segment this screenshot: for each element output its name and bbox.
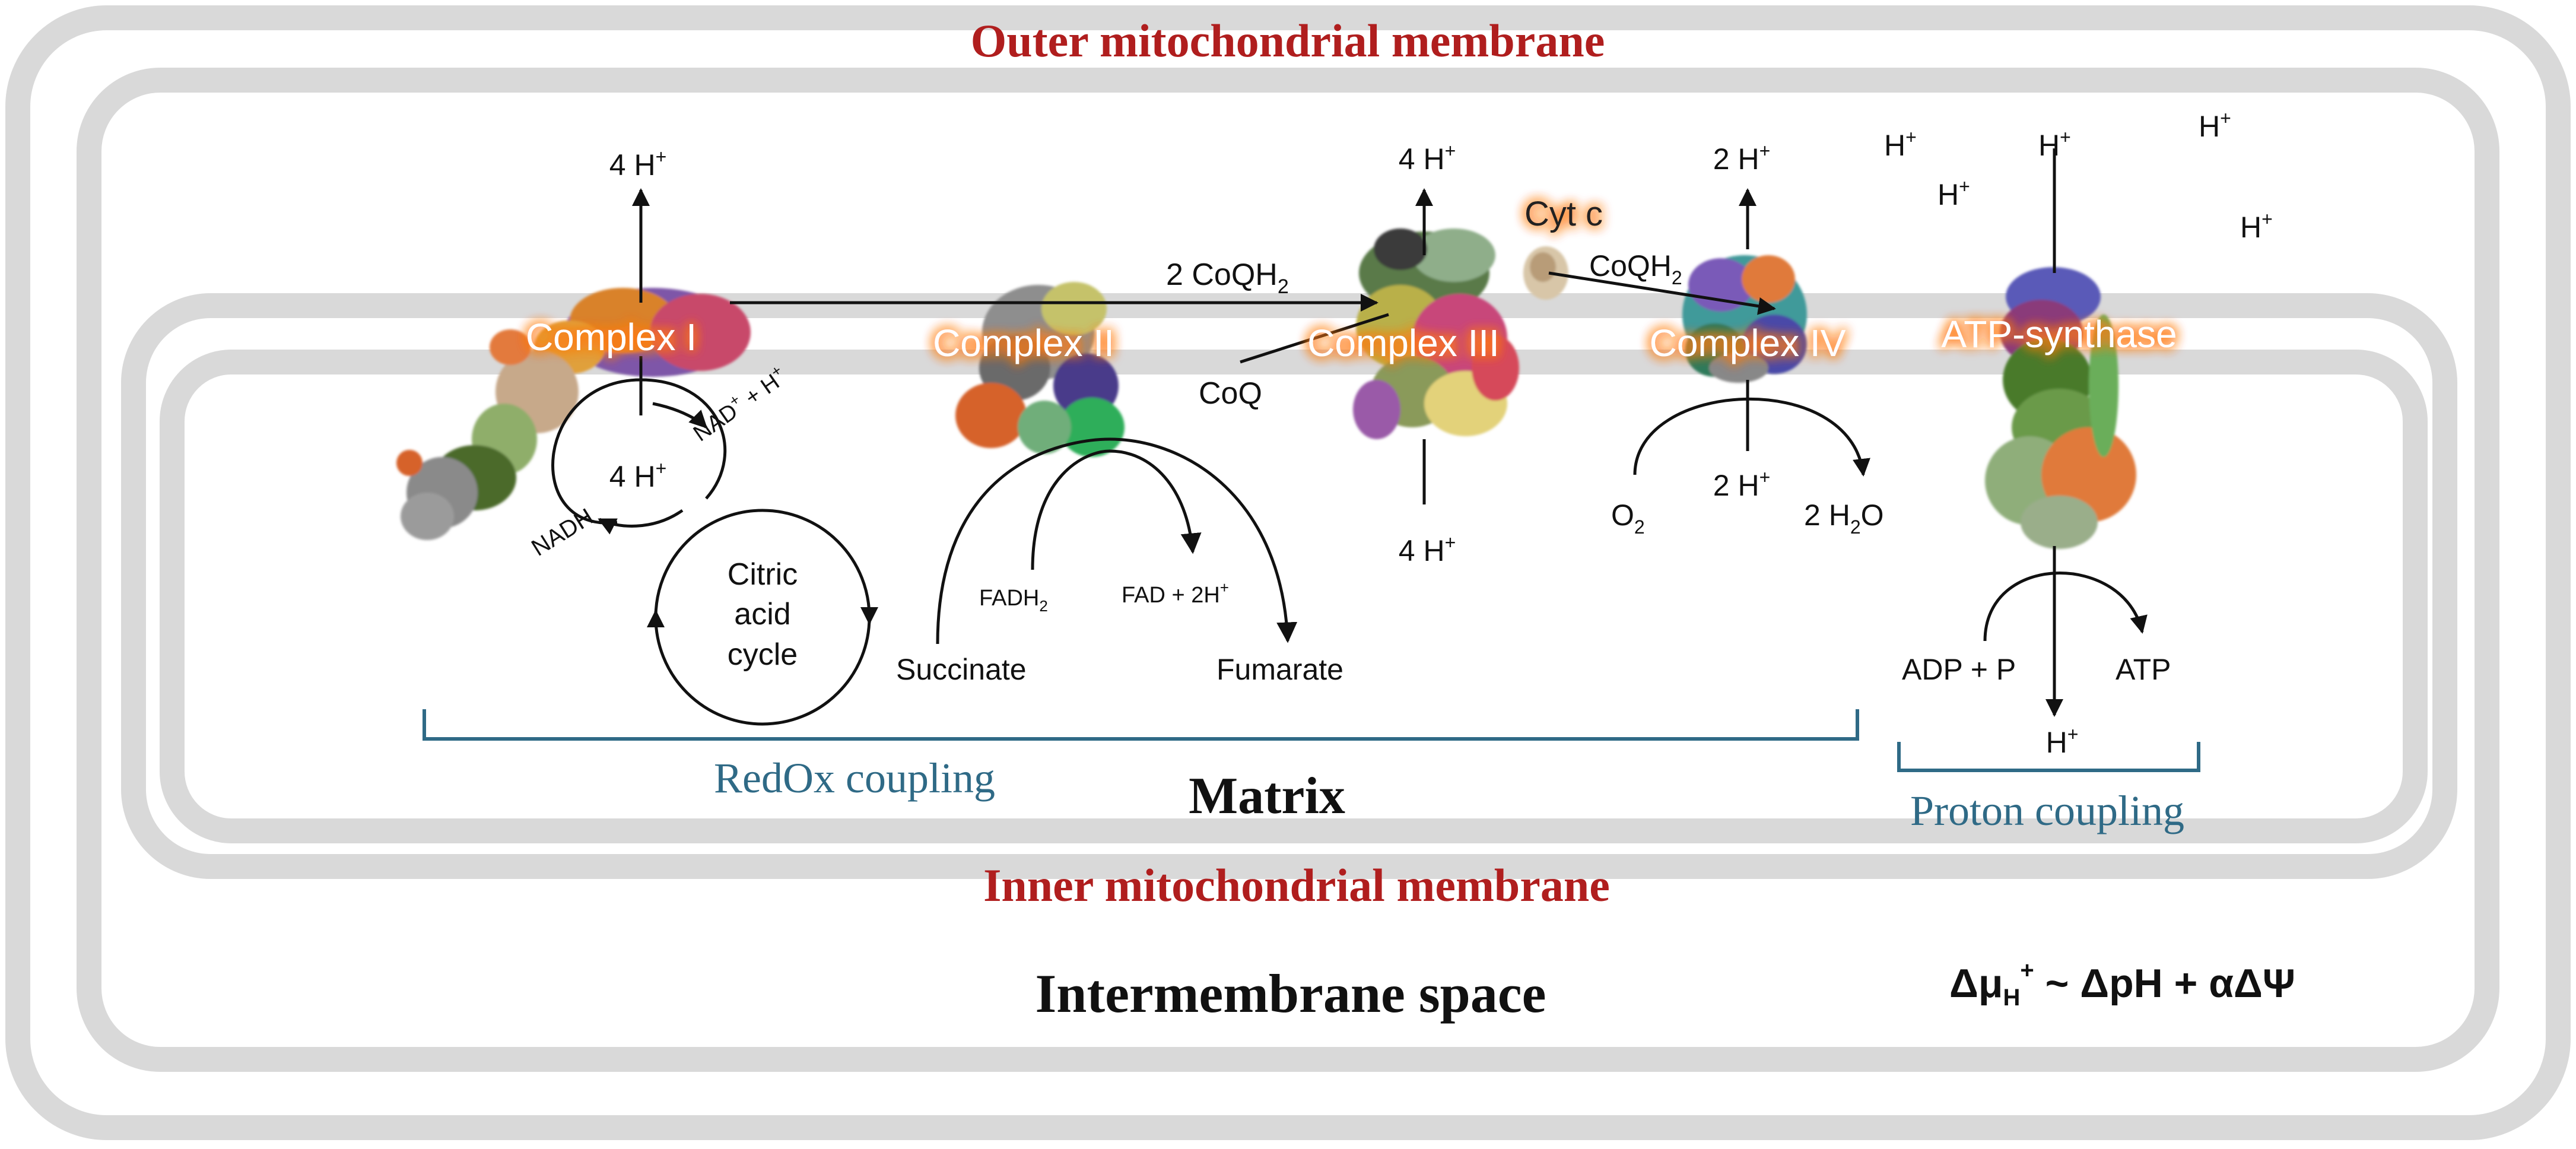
citric-acid-cycle-line-2: acid [734, 597, 790, 631]
atp-label: ATP [2116, 653, 2171, 686]
inner-membrane [121, 293, 2457, 879]
succinate-fumarate-arrow [936, 437, 1298, 645]
complex-iii-proton-in: 4 H+ [1399, 532, 1456, 567]
reaction-arrows [551, 148, 2148, 726]
coqh2-label: CoQH2 [1589, 249, 1682, 288]
fadh2-label: FADH2 [979, 586, 1048, 615]
atp-synthase-label: ATP-synthase [1941, 313, 2177, 356]
oxygen-reduction-arrow [1633, 397, 1870, 477]
cyt-c-label-group: Cyt c [1524, 195, 1603, 233]
matrix-title: Matrix [1189, 767, 1345, 825]
adp-label: ADP + P [1902, 653, 2016, 686]
outer-membrane-title: Outer mitochondrial membrane [971, 15, 1605, 66]
complex-i-label: Complex I [526, 316, 697, 358]
complex-iii-proton-out: 4 H+ [1399, 140, 1456, 176]
nad-arrow [652, 402, 708, 429]
complex-i-proton-out: 4 H+ [609, 146, 667, 182]
cytochrome-c-structure [1523, 246, 1568, 300]
fad-label: FAD + 2H+ [1122, 579, 1229, 608]
coq-label: CoQ [1199, 376, 1262, 411]
succinate-label: Succinate [896, 653, 1027, 686]
proton-coupling-bracket [1897, 742, 2200, 772]
cyt-c-label: Cyt c [1524, 195, 1603, 233]
nadh-label: NADH [527, 503, 598, 561]
complex-ii-label: Complex II [933, 322, 1114, 364]
complex-iii-label: Complex III [1307, 322, 1500, 364]
free-proton-5: H+ [2240, 208, 2273, 244]
complex-ii-structure [955, 282, 1125, 457]
atp-synthase-proton-label: H+ [2046, 723, 2079, 759]
intermembrane-title: Intermembrane space [1035, 963, 1546, 1024]
citric-acid-cycle-line-1: Citric [728, 557, 798, 592]
nadh-oxidation-arrow [551, 378, 727, 525]
complex-iv-proton-in: 2 H+ [1713, 466, 1771, 502]
coq-arrow [1240, 313, 1389, 364]
outer-membrane [5, 5, 2571, 1140]
proton-labels: 4 H+ 4 H+ 4 H+ 4 H+ 2 H+ 2 H+ H+ H+ H+ H… [609, 107, 2273, 759]
metabolite-labels: 2 CoQH2 CoQH2 CoQ NADH NAD+ + H+ Citric … [527, 249, 2171, 686]
redox-coupling-bracket [423, 709, 1859, 741]
complex-i-proton-in: 4 H+ [609, 458, 667, 493]
citric-acid-cycle-line-3: cycle [728, 637, 798, 672]
fadh2-fad-arrow [1031, 449, 1202, 570]
inner-membrane-title: Inner mitochondrial membrane [983, 859, 1610, 911]
complex-iv-label: Complex IV [1650, 322, 1846, 364]
complex-i-structure [396, 288, 751, 540]
coqh2-to-complex-iv-arrow [1548, 271, 1776, 315]
proton-motive-equation: ΔμH+ ~ ΔpH + αΔΨ [1949, 957, 2295, 1011]
redox-coupling-label: RedOx coupling [714, 754, 995, 802]
fumarate-label: Fumarate [1216, 653, 1343, 686]
free-proton-2: H+ [1937, 176, 1970, 211]
water-label: 2 H2O [1804, 499, 1884, 538]
proton-coupling-label: Proton coupling [1910, 787, 2184, 834]
free-proton-3: H+ [2038, 126, 2071, 162]
complex-labels: Complex I Complex II Complex III Complex… [526, 313, 2177, 364]
complex-iv-proton-out: 2 H+ [1713, 140, 1771, 176]
coqh2-2-label: 2 CoQH2 [1166, 258, 1289, 298]
complex-iv-structure [1682, 255, 1807, 383]
free-proton-1: H+ [1884, 126, 1917, 162]
adp-to-atp-arrow [1983, 572, 2148, 642]
free-proton-4: H+ [2199, 107, 2231, 143]
oxygen-label: O2 [1611, 499, 1645, 538]
atp-synthase-structure [1985, 267, 2136, 549]
